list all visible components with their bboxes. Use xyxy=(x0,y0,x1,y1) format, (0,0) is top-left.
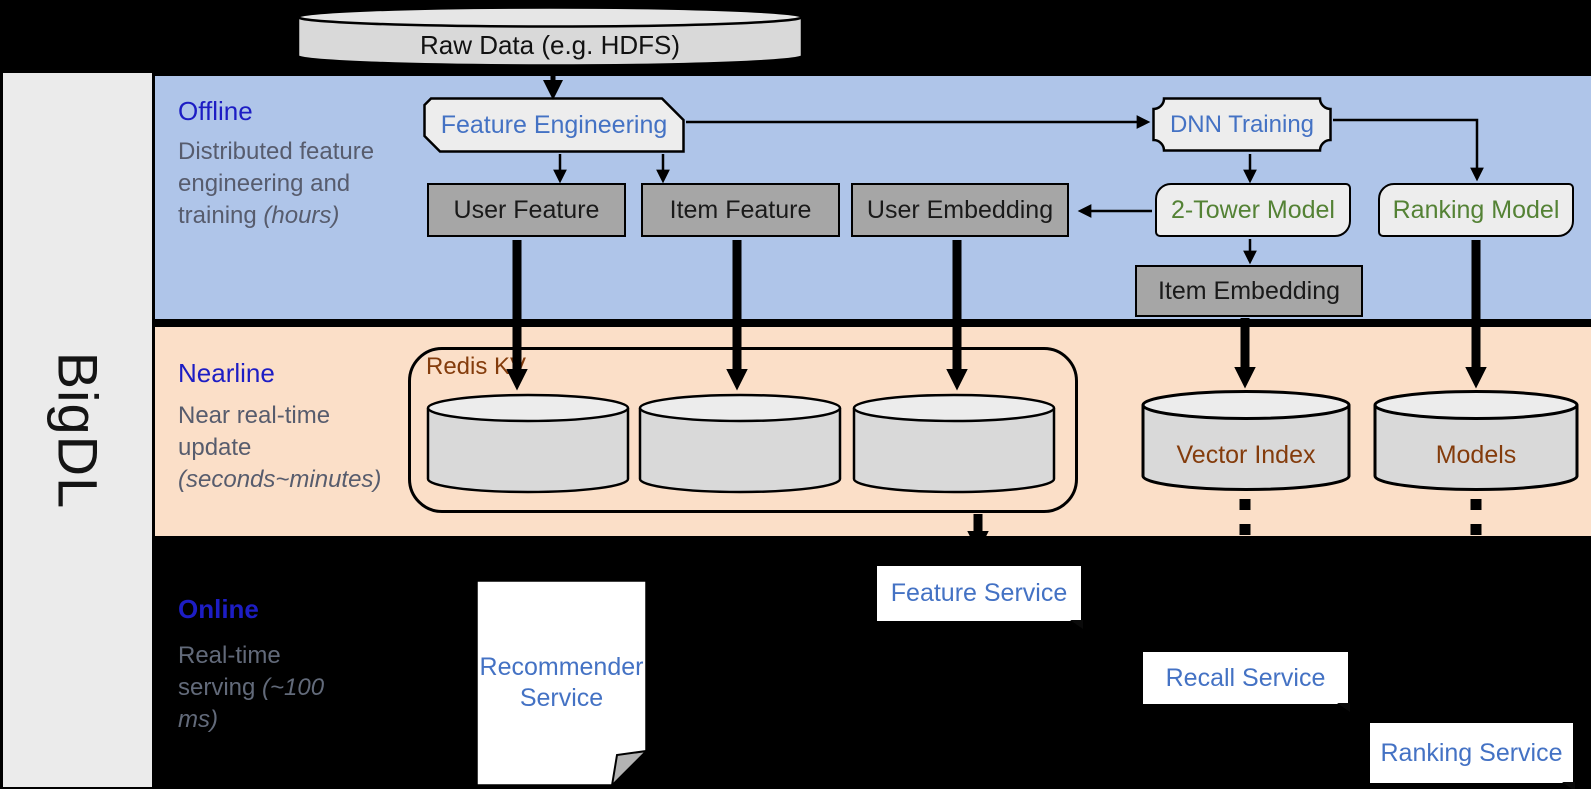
plaque-box-icon xyxy=(1152,97,1332,152)
vector-index-store: Vector Index xyxy=(1140,388,1352,494)
item-embedding-node: Item Embedding xyxy=(1135,265,1363,317)
models-store: Models xyxy=(1372,388,1580,494)
nearline-section-title: Nearline xyxy=(178,358,275,388)
document-icon xyxy=(475,579,648,787)
folded-corner-icon xyxy=(1337,703,1350,712)
vector-index-label: Vector Index xyxy=(1176,440,1316,469)
feature-engineering-label: Feature Engineering xyxy=(440,110,668,139)
nearline-section-description: Near real-time update (seconds~minutes) xyxy=(178,400,382,496)
ranking-model-label: Ranking Model xyxy=(1392,195,1560,224)
database-cylinder-icon xyxy=(1373,390,1579,491)
user-embedding-label: User Embedding xyxy=(866,195,1054,224)
offline-section-title: Offline xyxy=(178,96,253,126)
database-cylinder-icon xyxy=(638,393,842,494)
user-feature-node: User Feature xyxy=(427,183,626,237)
redis-shard-cylinder-2 xyxy=(637,392,843,496)
offline-duration-text: (hours) xyxy=(263,201,340,229)
database-cylinder-icon xyxy=(852,393,1056,494)
raw-data-label: Raw Data (e.g. HDFS) xyxy=(419,29,681,60)
online-section-title: Online xyxy=(178,594,259,624)
redis-shard-cylinder-3 xyxy=(851,392,1057,496)
ranking-service-label: Ranking Service xyxy=(1380,738,1563,767)
bigdl-sidebar: BigDL xyxy=(3,73,152,787)
bigdl-brand-label: BigDL xyxy=(46,351,109,509)
recommender-service-node: Recommender Service xyxy=(475,579,648,787)
user-feature-label: User Feature xyxy=(453,195,600,224)
feature-service-label: Feature Service xyxy=(890,579,1068,607)
recall-service-label: Recall Service xyxy=(1165,663,1326,692)
database-cylinder-icon xyxy=(426,393,630,494)
redis-kv-container xyxy=(408,347,1078,513)
item-embedding-label: Item Embedding xyxy=(1157,276,1341,305)
offline-section-description: Distributed feature engineering and trai… xyxy=(178,136,378,232)
nearline-duration-text: (seconds~minutes) xyxy=(178,465,382,493)
raw-data-store: Raw Data (e.g. HDFS) xyxy=(295,6,805,68)
two-tower-model-node: 2-Tower Model xyxy=(1155,183,1351,237)
dnn-training-label: DNN Training xyxy=(1169,110,1315,138)
two-tower-model-label: 2-Tower Model xyxy=(1171,195,1335,224)
online-duration-text: (~100 ms) xyxy=(178,673,325,733)
dnn-training-node: DNN Training xyxy=(1152,97,1332,152)
recall-service-node: Recall Service xyxy=(1143,652,1350,712)
online-section-description: Real-time serving (~100 ms) xyxy=(178,640,328,736)
models-label: Models xyxy=(1435,440,1517,469)
recommender-service-label: Recommender Service xyxy=(479,652,644,712)
feature-service-node: Feature Service xyxy=(877,566,1083,629)
user-embedding-node: User Embedding xyxy=(851,183,1069,237)
item-feature-label: Item Feature xyxy=(669,195,812,224)
item-feature-node: Item Feature xyxy=(641,183,840,237)
folded-corner-icon xyxy=(1070,620,1083,629)
online-desc-text: Real-time serving xyxy=(178,642,281,701)
nearline-desc-text: Near real-time update xyxy=(178,402,331,461)
database-cylinder-icon xyxy=(1141,390,1351,491)
redis-shard-cylinder-1 xyxy=(425,392,631,496)
folded-corner-icon xyxy=(1562,782,1575,789)
database-cylinder-icon xyxy=(296,6,804,67)
ranking-model-node: Ranking Model xyxy=(1378,183,1574,237)
redis-kv-label: Redis KV xyxy=(426,353,527,380)
snip-corner-box-icon xyxy=(423,97,685,153)
offline-desc-text: Distributed feature engineering and trai… xyxy=(178,138,375,229)
feature-engineering-node: Feature Engineering xyxy=(423,97,685,153)
ranking-service-node: Ranking Service xyxy=(1370,723,1575,789)
